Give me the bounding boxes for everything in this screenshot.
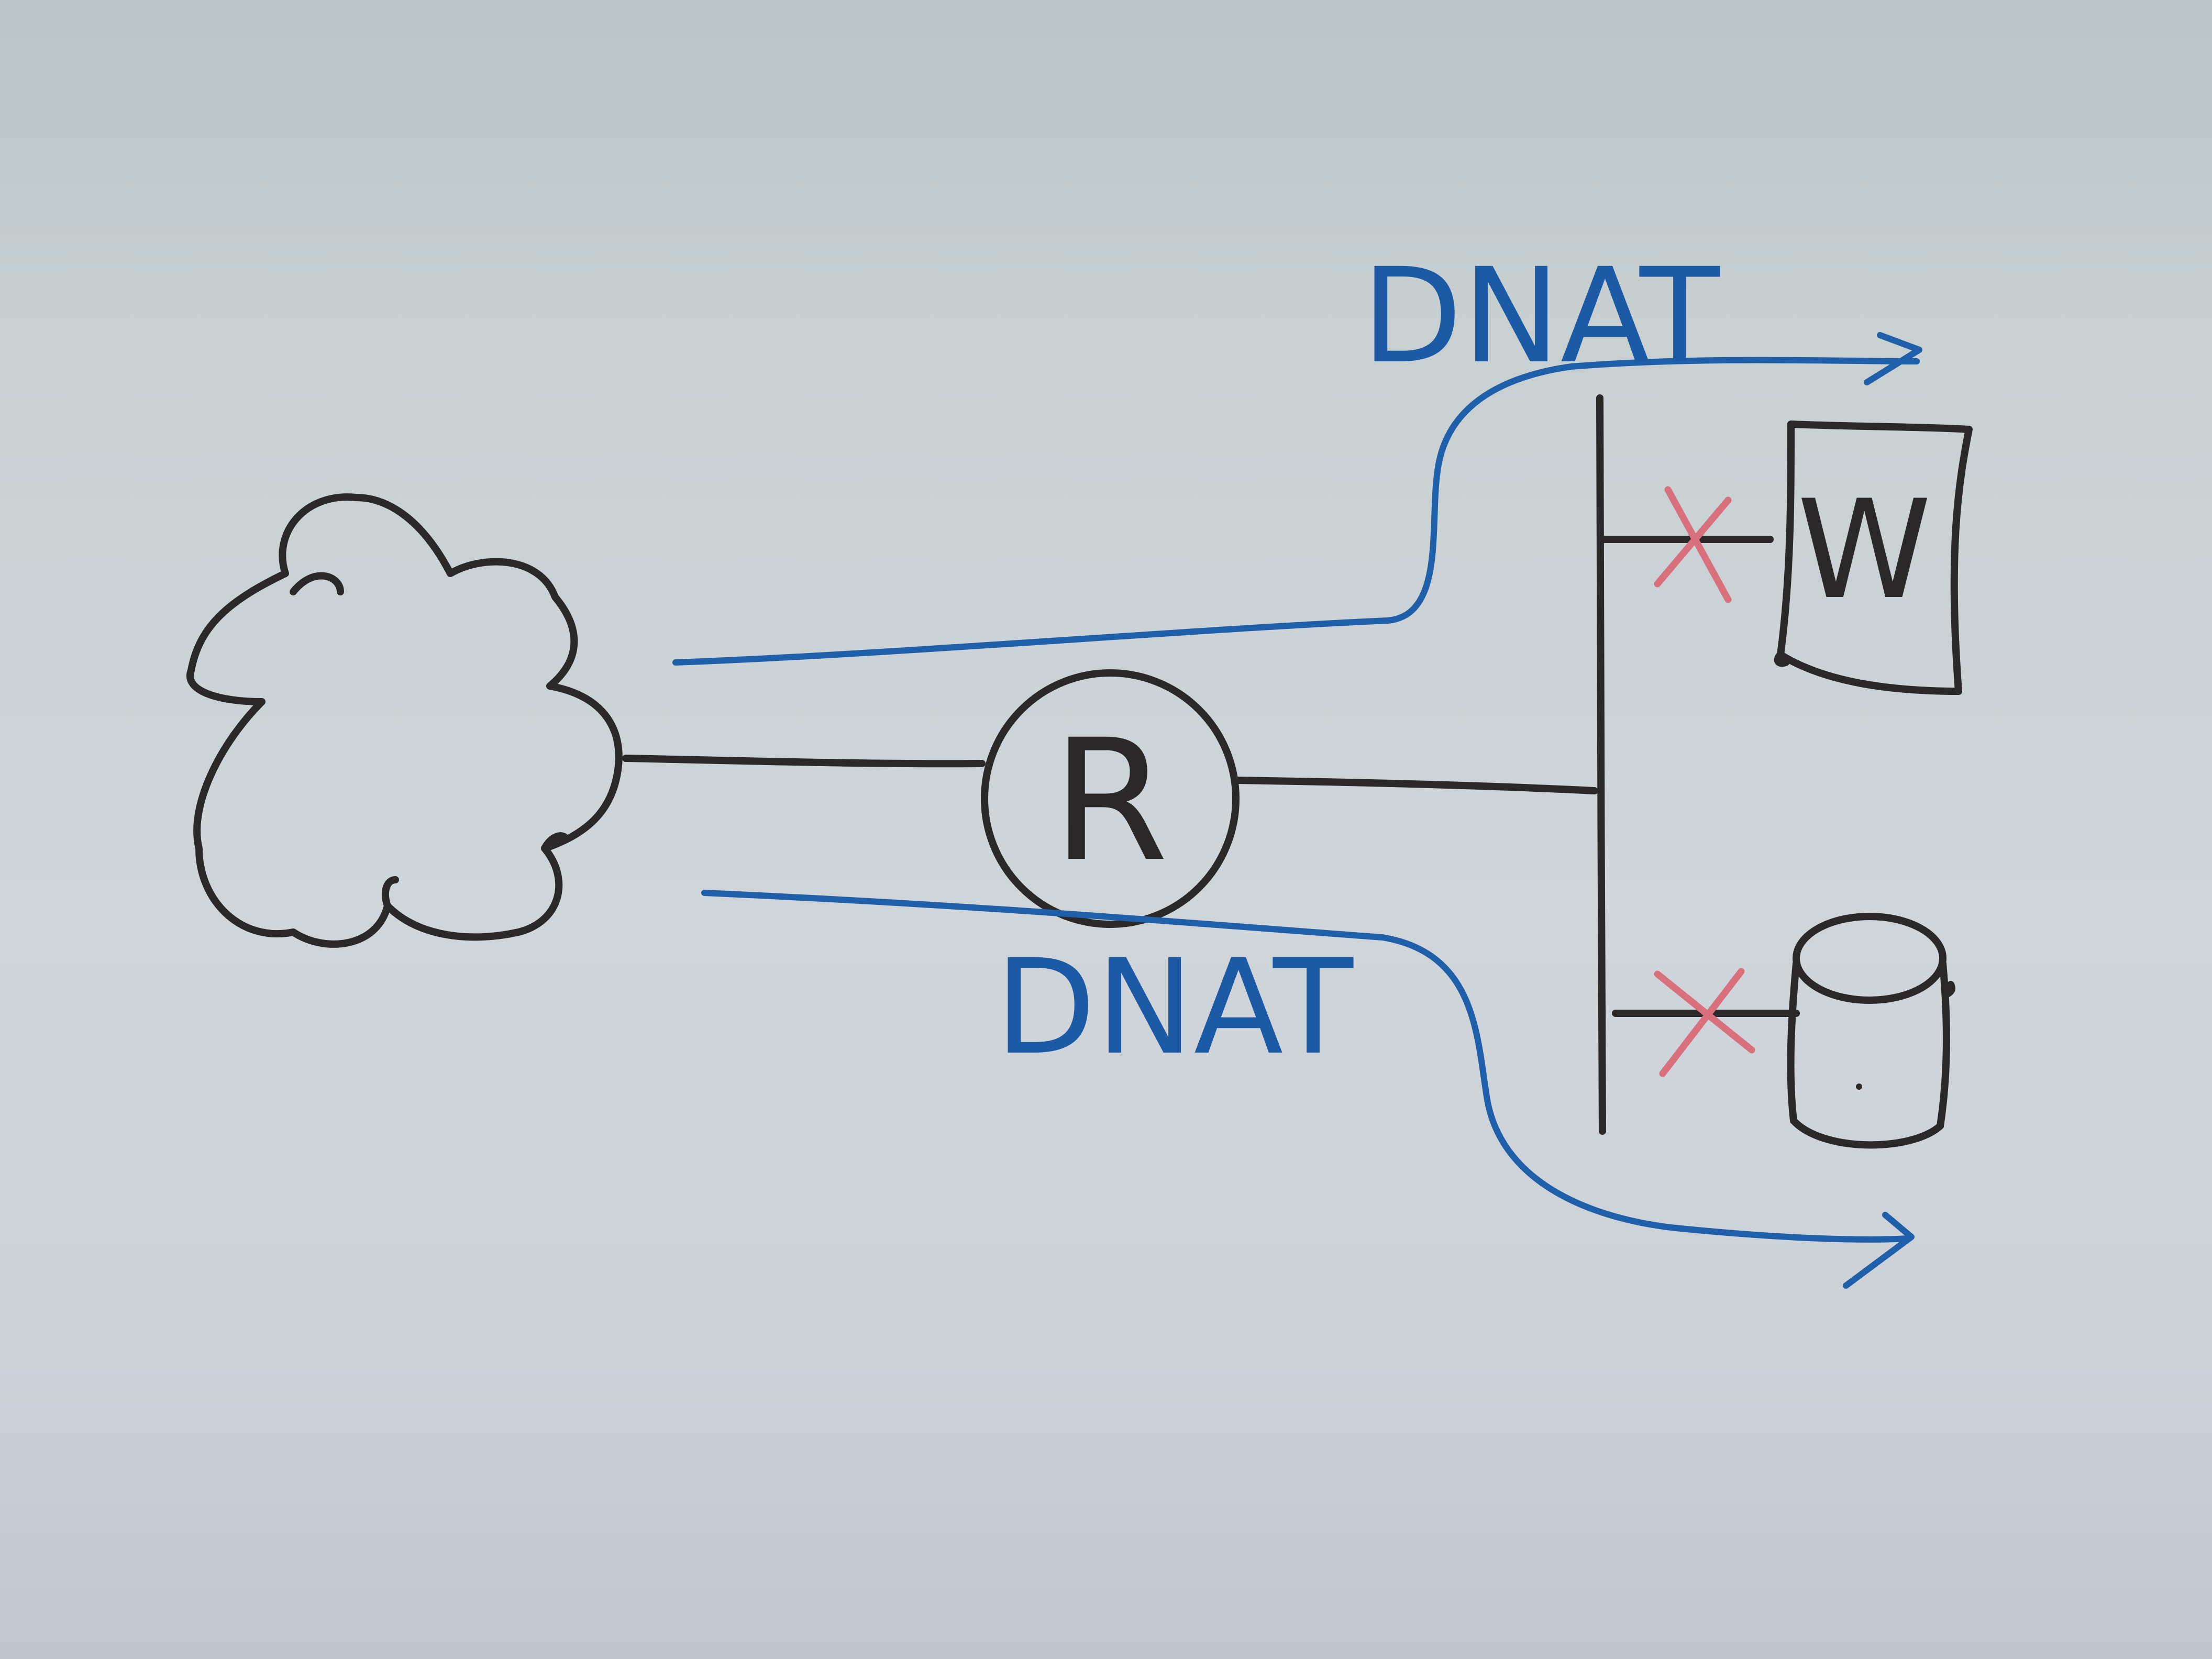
cloud-inner-curl xyxy=(290,572,344,595)
dnat-label-bottom: DNAT xyxy=(995,931,1354,1083)
arrow-head-icon xyxy=(1843,1212,1915,1289)
network-bus xyxy=(1596,394,1606,1135)
server-box-icon xyxy=(1777,421,1973,695)
web-server-label: W xyxy=(1797,471,1931,629)
arrow-head-icon xyxy=(1864,332,1922,385)
database-cylinder-icon xyxy=(1787,913,1955,1149)
router-label: R xyxy=(1052,704,1168,899)
blocked-x-icon xyxy=(1654,486,1732,603)
cloud-inner-curl xyxy=(541,832,569,852)
link-router-switch xyxy=(1232,777,1598,794)
link-cloud-router xyxy=(622,755,986,768)
dnat-path-top xyxy=(672,357,1920,666)
cloud-inner-curl xyxy=(382,876,399,910)
server-box-shadow xyxy=(1774,651,1789,667)
dnat-path-bottom xyxy=(701,890,1912,1243)
blocked-x-icon xyxy=(1654,968,1755,1077)
router-icon xyxy=(981,669,1240,928)
dnat-label-top: DNAT xyxy=(1362,240,1720,392)
cloud-icon xyxy=(186,493,623,948)
